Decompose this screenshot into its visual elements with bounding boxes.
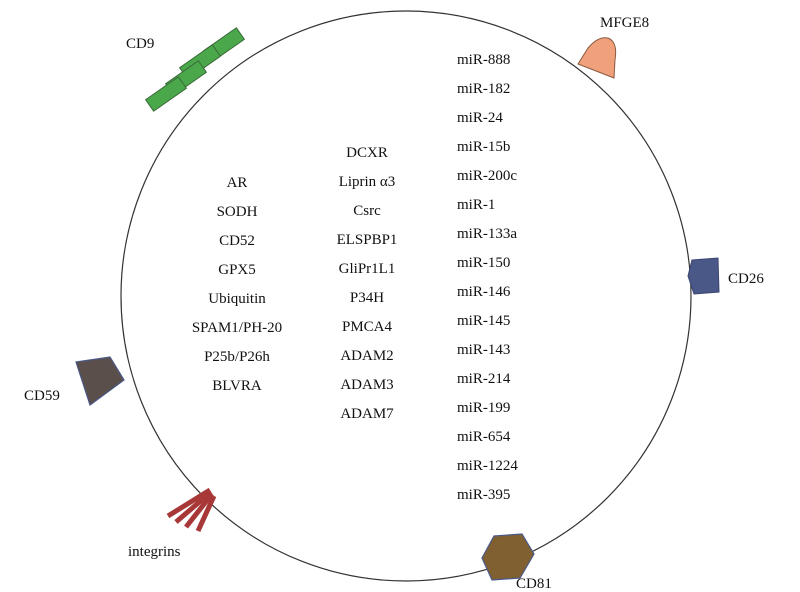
cd59-marker-icon [75, 356, 125, 406]
mirna-label: miR-24 [457, 110, 503, 126]
cd9-marker-icon [144, 27, 246, 112]
mirna-label: miR-143 [457, 342, 510, 358]
cd26-label: CD26 [728, 271, 764, 287]
protein-label: BLVRA [212, 378, 262, 394]
protein-label: P25b/P26h [204, 349, 270, 365]
mirna-label: miR-145 [457, 313, 510, 329]
mirna-label: miR-200c [457, 168, 517, 184]
protein-label: ADAM2 [340, 348, 393, 364]
protein-label: GPX5 [218, 262, 256, 278]
cd59-label: CD59 [24, 388, 60, 404]
cd81-label: CD81 [516, 576, 552, 592]
protein-label: ELSPBP1 [337, 232, 398, 248]
mirna-label: miR-150 [457, 255, 510, 271]
protein-label: SPAM1/PH-20 [192, 320, 282, 336]
mirna-label: miR-395 [457, 487, 510, 503]
mfge8-marker-icon [577, 37, 617, 79]
integrin-strand [195, 494, 217, 533]
protein-label: P34H [350, 290, 384, 306]
integrin-strand [184, 492, 214, 529]
mirna-label: miR-146 [457, 284, 511, 300]
protein-label: CD52 [219, 233, 255, 249]
mirna-label: miR-182 [457, 81, 510, 97]
mirna-label: miR-214 [457, 371, 511, 387]
mirna-label: miR-888 [457, 52, 510, 68]
mirna-label: miR-199 [457, 400, 510, 416]
mirna-label: miR-654 [457, 429, 511, 445]
mirna-list: miR-888 miR-182 miR-24 miR-15b miR-200c miR-1… [457, 52, 518, 503]
protein-label: ADAM7 [340, 406, 394, 422]
integrin-strand [174, 490, 213, 524]
mirna-label: miR-1 [457, 197, 495, 213]
integrins-marker-icon [166, 487, 217, 533]
protein-label: GliPr1L1 [339, 261, 396, 277]
protein-label: DCXR [346, 145, 388, 161]
mirna-label: miR-15b [457, 139, 510, 155]
cd81-marker-icon [481, 533, 535, 581]
mirna-label: miR-1224 [457, 458, 518, 474]
cd26-marker-icon [687, 257, 720, 295]
protein-label: Ubiquitin [208, 291, 266, 307]
protein-list-left: AR SODH CD52GPX5UbiquitinSPAM1/PH-20P25b/P… [192, 175, 282, 394]
protein-label: PMCA4 [342, 319, 393, 335]
integrins-label: integrins [128, 544, 181, 560]
mfge8-label: MFGE8 [600, 15, 649, 31]
protein-label: Csrc [353, 203, 381, 219]
mirna-label: miR-133a [457, 226, 517, 242]
integrin-strand [166, 487, 212, 519]
protein-label: Liprin α3 [339, 174, 396, 190]
vesicle-membrane [120, 10, 692, 582]
protein-label: ADAM3 [340, 377, 393, 393]
cd9-bar [144, 76, 188, 112]
cd9-label: CD9 [126, 36, 154, 52]
protein-label: SODH [217, 204, 258, 220]
protein-label: AR [227, 175, 248, 191]
